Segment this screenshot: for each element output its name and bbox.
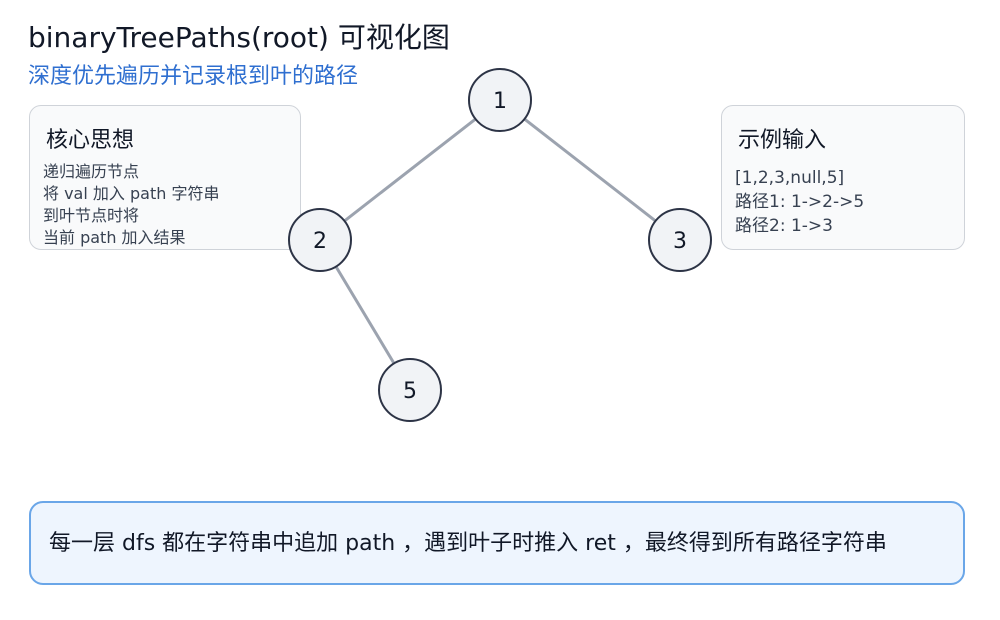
example-input-panel: 示例输入 [1,2,3,null,5] 路径1: 1->2->5 路径2: 1-… [721, 105, 965, 250]
tree-node-label: 3 [673, 229, 687, 254]
core-idea-line: 递归遍历节点 [43, 162, 140, 181]
tree-edge-n2-n5 [332, 262, 398, 368]
summary-box: 每一层 dfs 都在字符串中追加 path ，遇到叶子时推入 ret ，最终得到… [29, 501, 965, 585]
tree-node-5: 5 [378, 358, 442, 422]
example-input-line: [1,2,3,null,5] [735, 168, 845, 188]
core-idea-line: 将 val 加入 path 字符串 [43, 184, 220, 203]
tree-node-label: 2 [313, 229, 327, 254]
example-input-line: 路径1: 1->2->5 [735, 192, 865, 212]
tree-node-2: 2 [288, 208, 352, 272]
tree-edge-n1-n2 [340, 115, 480, 225]
tree-node-circle [288, 208, 352, 272]
page-title: binaryTreePaths(root) 可视化图 [28, 21, 450, 54]
tree-node-circle [378, 358, 442, 422]
example-input-title: 示例输入 [738, 128, 827, 153]
tree-node-label: 1 [493, 89, 507, 114]
tree-edge-n1-n3 [520, 115, 660, 225]
example-input-line: 路径2: 1->3 [735, 216, 833, 236]
core-idea-panel: 核心思想 递归遍历节点 将 val 加入 path 字符串 到叶节点时将 当前 … [29, 105, 301, 250]
tree-node-circle [468, 68, 532, 132]
summary-text: 每一层 dfs 都在字符串中追加 path ，遇到叶子时推入 ret ，最终得到… [49, 531, 887, 556]
core-idea-title: 核心思想 [46, 128, 135, 153]
tree-node-circle [648, 208, 712, 272]
core-idea-lines: 递归遍历节点 将 val 加入 path 字符串 到叶节点时将 当前 path … [43, 161, 219, 249]
core-idea-line: 当前 path 加入结果 [43, 228, 186, 247]
core-idea-line: 到叶节点时将 [43, 206, 140, 225]
tree-node-label: 5 [403, 379, 417, 404]
example-input-lines: [1,2,3,null,5] 路径1: 1->2->5 路径2: 1->3 [735, 166, 864, 238]
tree-node-1: 1 [468, 68, 532, 132]
tree-node-3: 3 [648, 208, 712, 272]
page-subtitle: 深度优先遍历并记录根到叶的路径 [28, 64, 359, 89]
